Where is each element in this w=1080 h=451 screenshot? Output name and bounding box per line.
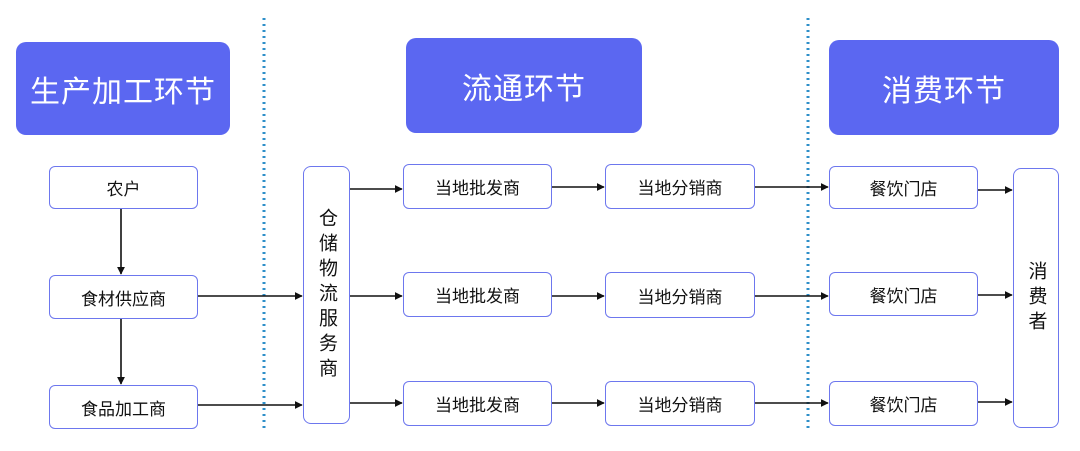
node-wholesaler-2: 当地批发商: [403, 272, 552, 317]
node-restaurant-2: 餐饮门店: [829, 272, 978, 316]
node-farmer: 农户: [49, 166, 198, 209]
node-restaurant-1: 餐饮门店: [829, 166, 978, 209]
node-wholesaler-3: 当地批发商: [403, 381, 552, 426]
node-wholesaler-1: 当地批发商: [403, 164, 552, 209]
node-warehouse-logistics: 仓储物流服务商: [303, 166, 350, 424]
header-circulation: 流通环节: [406, 38, 642, 133]
node-distributor-3: 当地分销商: [605, 381, 755, 426]
node-consumer: 消费者: [1013, 168, 1059, 428]
node-ingredient-supplier: 食材供应商: [49, 275, 198, 319]
header-production: 生产加工环节: [16, 42, 230, 135]
node-distributor-1: 当地分销商: [605, 164, 755, 209]
header-consumption: 消费环节: [829, 40, 1059, 135]
node-restaurant-3: 餐饮门店: [829, 381, 978, 426]
node-distributor-2: 当地分销商: [605, 272, 755, 318]
node-food-processor: 食品加工商: [49, 385, 198, 429]
